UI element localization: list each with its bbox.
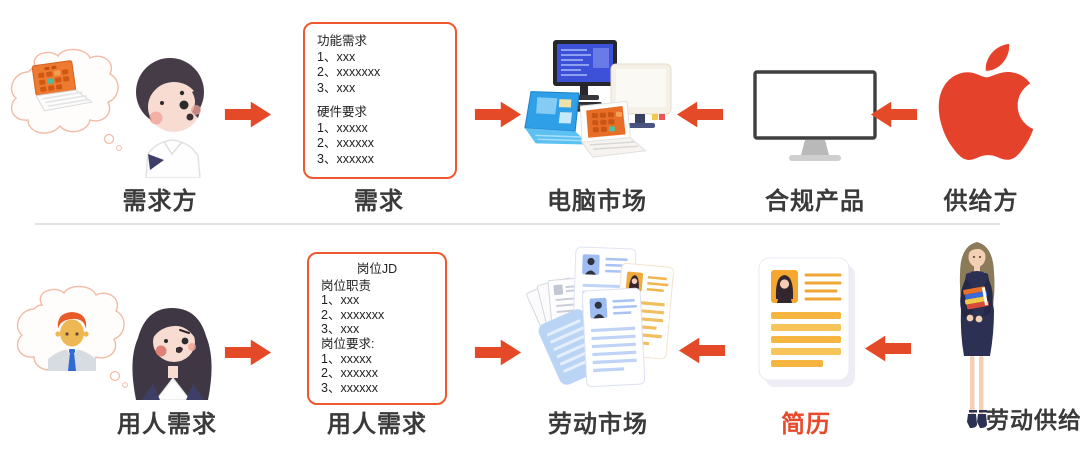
req-line: 1、xxxxx: [317, 120, 368, 135]
requirements-box: 功能需求 1、xxx 2、xxxxxxx 3、xxx 硬件要求 1、xxxxx …: [303, 22, 457, 179]
jd-box-title: 岗位JD: [356, 262, 398, 276]
resume-card-svg: [758, 257, 855, 387]
labor-supply-label: 劳动供给: [986, 407, 1080, 433]
req-line: 3、xxx: [317, 80, 356, 95]
computer-market-label: 电脑市场: [547, 188, 647, 215]
req-line: 2、xxxxxx: [317, 136, 374, 150]
req-line: 硬件要求: [317, 105, 368, 119]
req-line: 1、xxx: [317, 49, 356, 64]
compliant-monitor-svg: [753, 70, 877, 161]
jd-box-label: 用人需求: [327, 411, 427, 438]
arrow-left-icon: [870, 98, 918, 131]
jd-line: 3、xxx: [321, 322, 360, 337]
jd-line: 岗位要求:: [321, 336, 375, 351]
apple-logo-icon: [928, 40, 1044, 164]
hiring-girl-avatar-icon: [126, 300, 218, 400]
jd-line: 1、xxxxx: [321, 351, 372, 366]
arrow-right-icon: [224, 336, 272, 369]
arrow-right-icon: [224, 98, 272, 131]
arrow-right-icon: [474, 336, 522, 369]
requirements-label: 需求: [354, 188, 404, 215]
jd-line: 岗位职责: [321, 278, 372, 293]
jd-line: 3、xxxxxx: [321, 380, 378, 395]
thought-bubble-recruit-icon: [12, 283, 134, 395]
arrow-right-icon: [474, 98, 522, 131]
jd-line: 1、xxx: [321, 293, 360, 308]
jd-line: 2、xxxxxx: [321, 366, 378, 381]
labor-market-label: 劳动市场: [548, 411, 648, 438]
row-divider: [35, 223, 1000, 225]
thought-bubble-laptop-icon: [6, 46, 128, 158]
thought-bubble-laptop-svg: [10, 48, 122, 151]
computer-market-icon: [523, 40, 675, 178]
resume-pile-svg: [526, 246, 674, 388]
arrow-left-icon: [864, 332, 912, 365]
demander-label: 需求方: [122, 188, 198, 215]
demander-avatar-svg: [136, 58, 204, 178]
resume-pile-icon: [520, 243, 685, 401]
supplier-label: 供给方: [943, 188, 1019, 215]
jd-box: 岗位JD 岗位职责 1、xxx 2、xxxxxxx 3、xxx 岗位要求: 1、…: [307, 252, 447, 406]
compliant-product-label: 合规产品: [765, 188, 865, 215]
req-line: 2、xxxxxxx: [317, 65, 381, 79]
thought-bubble-recruit-svg: [16, 285, 128, 388]
computer-market-svg: [524, 40, 672, 158]
arrow-left-icon: [678, 334, 726, 367]
jobseeker-woman-icon: [946, 238, 1008, 432]
jobseeker-woman-svg: [959, 242, 995, 428]
resume-label: 简历: [781, 411, 831, 438]
apple-logo-svg: [938, 44, 1034, 160]
req-line: 3、xxxxxx: [317, 151, 374, 166]
demander-avatar-icon: [120, 50, 222, 178]
req-line: 功能需求: [317, 34, 368, 48]
resume-card-icon: [756, 256, 858, 390]
arrow-left-icon: [676, 98, 724, 131]
jd-line: 2、xxxxxxx: [321, 307, 385, 322]
hiring-demand-label: 用人需求: [117, 411, 217, 438]
compliant-monitor-icon: [753, 70, 877, 168]
hiring-girl-avatar-svg: [132, 308, 212, 400]
